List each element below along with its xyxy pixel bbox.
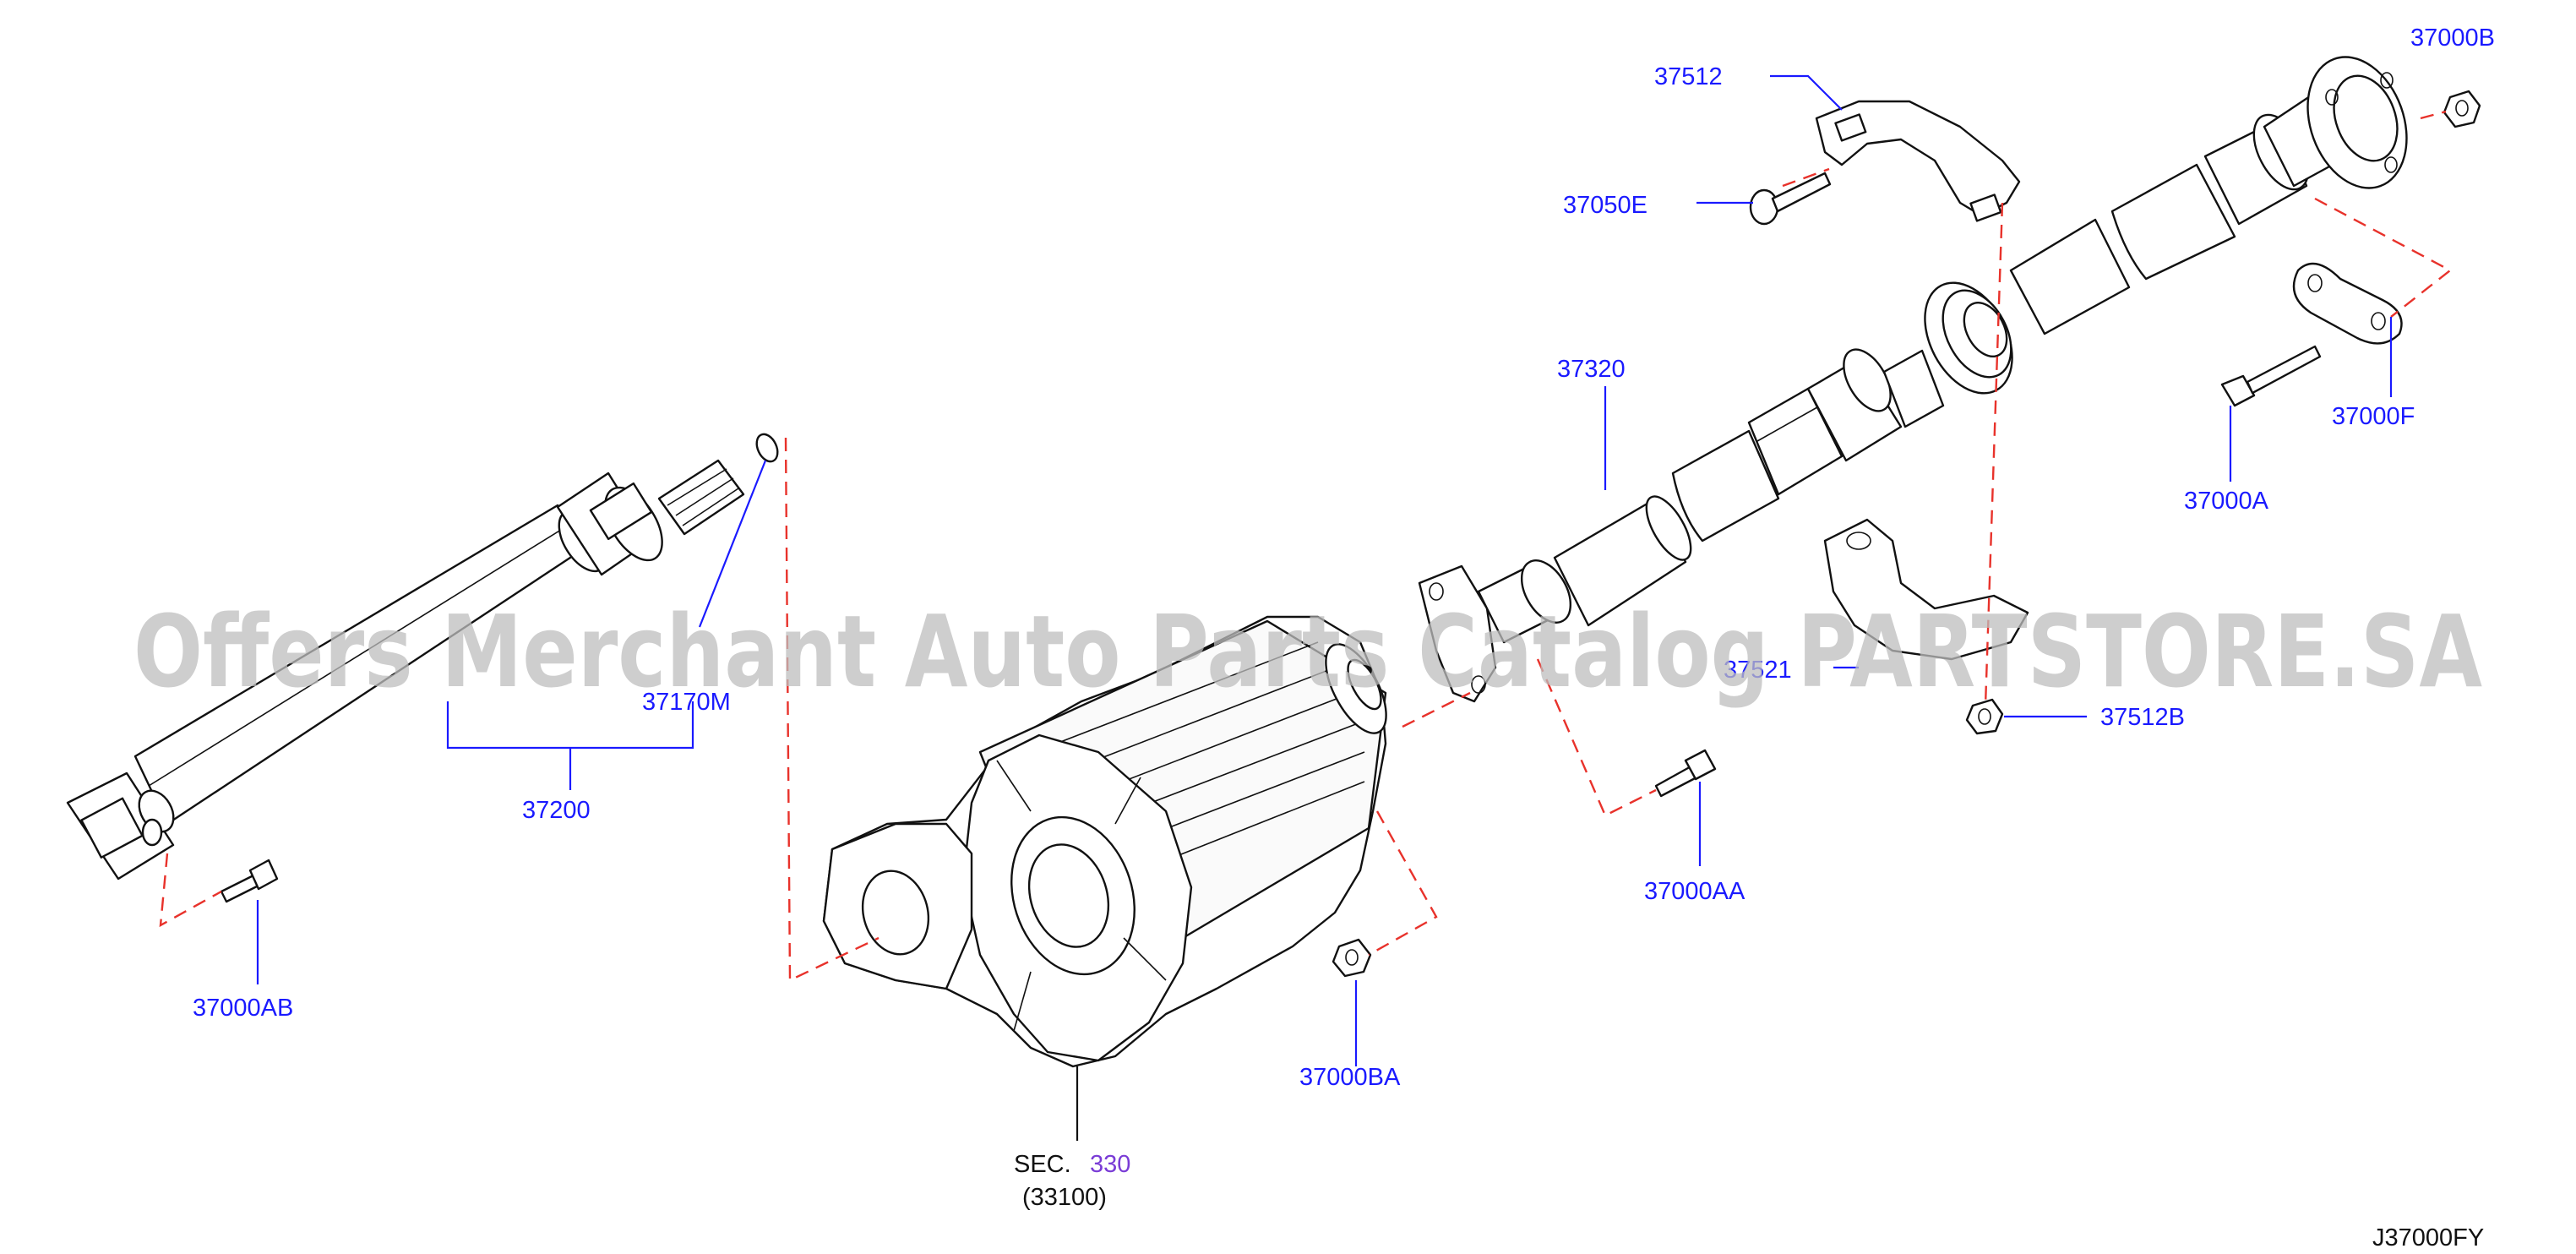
label-37512[interactable]: 37512 [1654,63,1723,90]
screw-37050e[interactable] [1749,172,1832,226]
label-37000b[interactable]: 37000B [2410,25,2495,52]
bolt-37000ab[interactable] [220,859,279,903]
label-37000f[interactable]: 37000F [2332,403,2415,430]
bearing-bracket-upper[interactable] [1815,100,2021,222]
front-propeller-shaft[interactable] [66,459,745,881]
label-37050e[interactable]: 37050E [1563,192,1647,219]
label-37200[interactable]: 37200 [522,797,591,824]
watermark-text: Offers Merchant Auto Parts Catalog PARTS… [133,593,2482,710]
leader-lines [256,74,2393,1141]
alignment-guides [159,110,2453,982]
nut-37000ba[interactable] [1332,938,1372,978]
nut-37512b[interactable] [1965,698,2004,735]
nut-37000b[interactable] [2443,90,2481,128]
section-link-330[interactable]: 330 [1090,1151,1130,1178]
label-37000aa[interactable]: 37000AA [1644,878,1745,905]
diagram-id: J37000FY [2372,1224,2484,1251]
plate-37000f[interactable] [2292,262,2403,345]
label-37512b[interactable]: 37512B [2100,704,2185,731]
bolt-37000aa[interactable] [1654,749,1717,798]
label-37521[interactable]: 37521 [1724,657,1792,684]
label-37000ab[interactable]: 37000AB [193,995,293,1022]
label-37320[interactable]: 37320 [1557,356,1626,383]
section-prefix: SEC. [1014,1151,1071,1178]
bearing-bracket-lower[interactable] [1823,518,2029,661]
label-37000ba[interactable]: 37000BA [1299,1064,1401,1091]
section-subnumber: (33100) [1022,1184,1107,1211]
bolt-37000a[interactable] [2220,345,2322,407]
rear-propeller-shaft[interactable] [1418,43,2424,703]
label-37170m[interactable]: 37170M [642,689,731,716]
o-ring[interactable] [753,431,782,465]
label-37000a[interactable]: 37000A [2184,488,2269,515]
